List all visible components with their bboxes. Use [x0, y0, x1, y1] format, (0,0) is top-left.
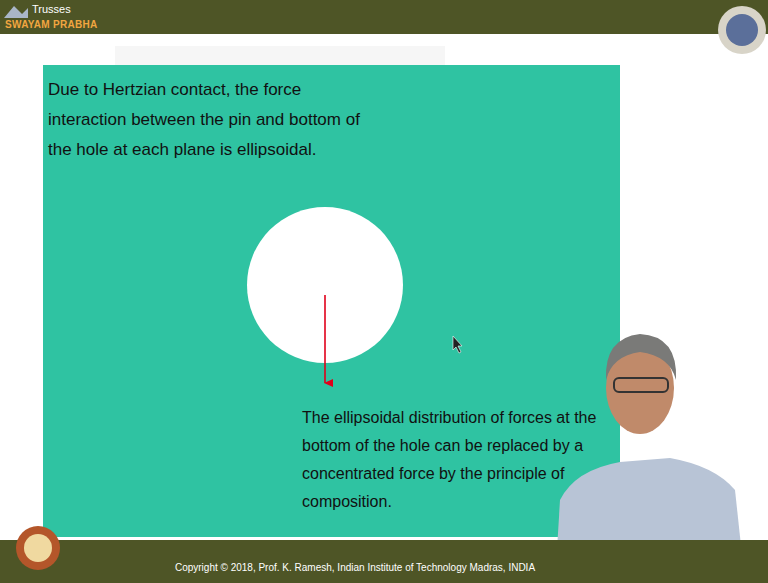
header-bar: [0, 0, 768, 34]
mouse-cursor: [453, 336, 462, 353]
presenter-hair: [606, 334, 676, 380]
footer-bar: [0, 540, 768, 583]
institute-logo: [718, 6, 766, 54]
header-strip: [115, 46, 445, 66]
iitm-logo: [16, 526, 60, 570]
institute-logo-core: [726, 14, 758, 46]
copyright-line: Copyright © 2018, Prof. K. Ramesh, India…: [175, 562, 535, 573]
slide-panel: [43, 65, 620, 537]
header-title: Trusses: [32, 3, 71, 15]
brand-label: SWAYAM PRABHA: [5, 19, 98, 30]
slide-note: Due to Hertzian contact, the force inter…: [48, 75, 376, 165]
presenter-glasses: [614, 378, 668, 392]
iitm-logo-core: [24, 534, 52, 562]
header-icon: [4, 6, 28, 18]
force-arrow: [324, 295, 326, 383]
slide-note: The ellipsoidal distribution of forces a…: [302, 404, 618, 516]
